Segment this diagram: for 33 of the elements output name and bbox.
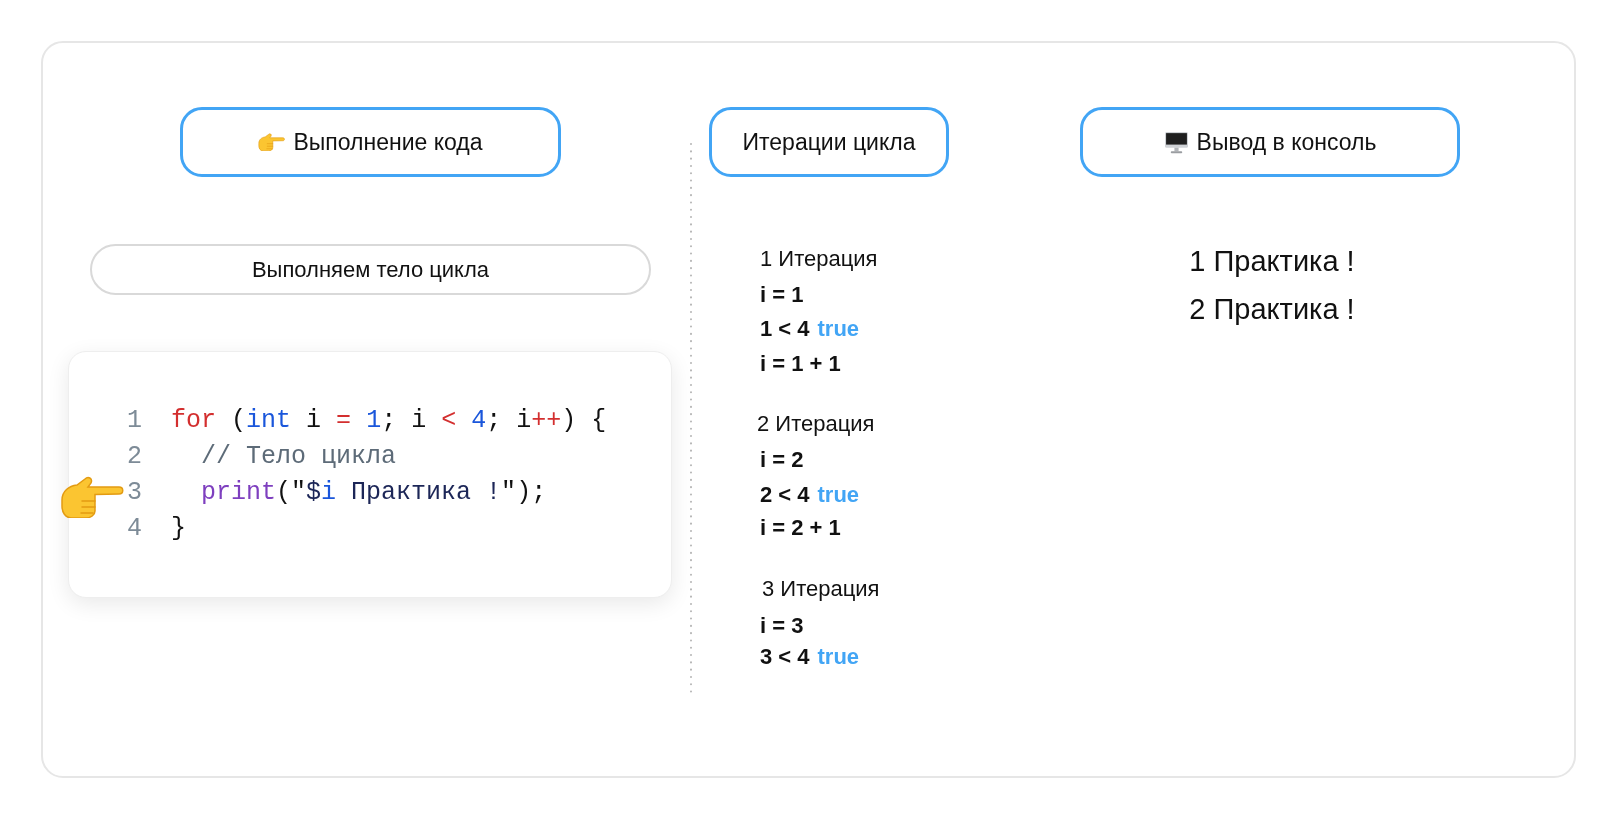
- console-output-line: 2 Практика !: [1189, 292, 1355, 327]
- section-header: [1080, 107, 1460, 177]
- iteration-step: 3 < 4: [760, 640, 810, 673]
- iteration-step: i = 3: [760, 609, 804, 642]
- iteration-heading: 2 Итерация: [757, 410, 875, 438]
- iteration-heading: 3 Итерация: [762, 575, 880, 603]
- step-title: Выполняем тело цикла: [251, 256, 490, 284]
- boolean-result: true: [817, 481, 860, 509]
- iteration-step: 2 < 4: [760, 478, 810, 511]
- console-output-line: 1 Практика !: [1189, 244, 1355, 279]
- iteration-step: i = 1 + 1: [760, 347, 841, 380]
- step-pill: [90, 244, 651, 295]
- code-line: for (int i = 1; i < 4; i++) {: [171, 405, 607, 437]
- section-title: Выполнение кода: [293, 127, 483, 157]
- section-title: Вывод в консоль: [1196, 127, 1377, 157]
- iteration-step: i = 2: [760, 443, 804, 476]
- line-number: 3: [127, 477, 142, 509]
- code-line: }: [171, 513, 186, 545]
- iteration-heading: 1 Итерация: [760, 245, 878, 273]
- code-line: // Тело цикла: [201, 441, 397, 473]
- section-header: [709, 107, 949, 177]
- boolean-result: true: [817, 315, 860, 343]
- section-title: Итерации цикла: [742, 127, 916, 157]
- section-header: [180, 107, 561, 177]
- iteration-step: i = 1: [760, 278, 804, 311]
- code-line: print("$i Практика !");: [201, 477, 547, 509]
- iteration-step: 1 < 4: [760, 312, 810, 345]
- line-number: 2: [127, 441, 142, 473]
- line-number: 1: [127, 405, 142, 437]
- line-number: 4: [127, 513, 142, 545]
- iteration-step: i = 2 + 1: [760, 511, 841, 544]
- boolean-result: true: [817, 643, 860, 671]
- code-card: [68, 351, 672, 598]
